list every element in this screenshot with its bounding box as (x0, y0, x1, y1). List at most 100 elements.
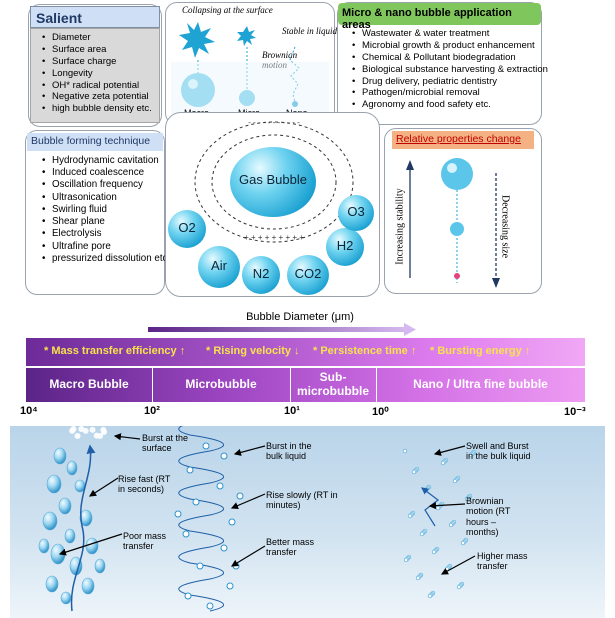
macro-bubble-icon (46, 474, 62, 494)
segment-submicro: Sub-microbubble (296, 370, 369, 398)
relative-illustration (406, 158, 500, 288)
o3-label: O3 (347, 204, 365, 219)
bubble-columns-illustration (38, 426, 477, 612)
macro-bubble-icon (60, 591, 72, 605)
list-item: pressurized dissolution etc. (42, 253, 174, 265)
list-item: Pathogen/microbial removal (352, 87, 548, 99)
pointer-arrow (428, 502, 466, 510)
pointer-arrow (113, 433, 141, 441)
scale-arrow (148, 323, 416, 336)
nano-bubble-icon (435, 505, 441, 511)
air-bubble: Air (198, 246, 240, 288)
pointer-arrow (233, 445, 266, 456)
decreasing-size-label: Decreasing size (499, 194, 511, 259)
surface-burst-icon (97, 432, 104, 439)
segment-macro: Macro Bubble (49, 377, 129, 392)
list-item: high bubble density etc. (42, 103, 152, 115)
stable-note: Stable in liquid (282, 26, 337, 36)
list-item: Negative zeta potential (42, 91, 152, 103)
list-item: Biological substance harvesting & extrac… (352, 64, 548, 76)
macro-bubble-icon (64, 528, 76, 544)
air-label: Air (211, 258, 227, 273)
macro-bubble-icon (42, 511, 58, 531)
property-persistence: * Persistence time ↑ (313, 345, 417, 357)
macro-bubble-icon (79, 509, 93, 527)
micro-rise-label: Rise slowly (RT in minutes) (266, 490, 338, 511)
segment-divider-3 (376, 368, 377, 402)
nano-bubble-icon (460, 540, 466, 546)
macro-bubble-icon (94, 558, 106, 574)
o2-bubble: O2 (168, 210, 206, 248)
relative-title: Relative properties change (392, 131, 534, 149)
macro-rise-path (70, 444, 96, 612)
list-item: Microbial growth & product enhancement (352, 40, 548, 52)
micro-bubble-icon (186, 466, 194, 474)
nano-bubble-icon (431, 549, 437, 555)
segment-divider-1 (152, 368, 153, 402)
nano-bubble-icon (456, 584, 462, 590)
macro-rise-label: Rise fast (RT in seconds) (118, 474, 171, 495)
list-item: Swirling fluid (42, 204, 174, 216)
micro-bubble-icon (216, 482, 224, 490)
nano-bubble-icon (448, 522, 454, 528)
segment-micro: Microbubble (185, 377, 257, 392)
gas-bubble-label: Gas Bubble (239, 172, 307, 187)
list-item: Hydrodynamic cavitation (42, 155, 174, 167)
list-item: Surface area (42, 44, 152, 56)
salient-properties-title: Salient properties (30, 6, 160, 42)
nano-brownian-label: Brownian motion (RT hours – months) (466, 496, 511, 538)
micro-bubble-icon (182, 530, 190, 538)
nano-bubble-icon (419, 531, 425, 537)
nano-bubble-icon (452, 478, 458, 484)
o3-bubble: O3 (338, 195, 374, 231)
co2-label: CO2 (294, 266, 322, 281)
surface-burst-icon (82, 427, 89, 434)
micro-bubble-icon (228, 518, 236, 526)
water-background (10, 426, 605, 618)
tick-1e-3: 10⁻³ (564, 406, 586, 418)
nano-bubble-icon (415, 575, 421, 581)
pointer-arrow (230, 493, 266, 509)
micro-bubble-icon (206, 602, 214, 610)
nano-burst-label: Swell and Burst in the bulk liquid (466, 441, 531, 462)
list-item: Oscillation frequency (42, 179, 174, 191)
o2-label: O2 (178, 220, 196, 235)
property-rising-velocity: * Rising velocity ↓ (206, 345, 300, 357)
micro-bubble-icon (202, 442, 210, 450)
list-item: Shear plane (42, 216, 174, 228)
co2-bubble: CO2 (287, 255, 329, 295)
nano-bubble-icon (403, 557, 409, 563)
micro-bubble-icon (192, 498, 200, 506)
svg-text:+ + + + + + + + +: + + + + + + + + + (244, 233, 304, 242)
applications-list: Wastewater & water treatmentMicrobial gr… (350, 28, 548, 111)
gas-bubble-rings: - - - - - - - - - - - + + + + + + + + + (194, 118, 354, 243)
list-item: Diameter (42, 32, 152, 44)
macro-bubble-icon (81, 577, 95, 595)
segment-nano: Nano / Ultra fine bubble (413, 377, 548, 392)
segment-bar (26, 368, 585, 402)
property-mass-transfer: * Mass transfer efficiency ↑ (44, 345, 186, 357)
list-item: Electrolysis (42, 228, 174, 240)
surface-burst-icon (74, 432, 81, 439)
pointer-arrow (230, 545, 266, 567)
nano-mass-label: Higher mass transfer (477, 551, 528, 572)
list-item: OH* radical potential (42, 80, 152, 92)
list-item: Chemical & Pollutant biodegradation (352, 52, 548, 64)
macro-mass-label: Poor mass transfer (123, 531, 167, 552)
nano-bubble-icon (440, 460, 446, 466)
h2-label: H2 (336, 238, 354, 253)
surface-burst-icon (100, 426, 107, 433)
scale-title: Bubble Diameter (μm) (246, 311, 354, 323)
list-item: Induced coalescence (42, 167, 174, 179)
nano-bubble-icon (468, 452, 474, 458)
surface-burst-icon (89, 426, 96, 433)
increasing-stability-label: Increasing stability (394, 188, 406, 265)
macro-bubble-icon (50, 543, 66, 565)
list-item: Surface charge (42, 56, 152, 68)
nano-brownian-path (421, 487, 439, 527)
macro-bubble-icon (38, 538, 50, 554)
macro-bubble-icon (85, 537, 99, 555)
property-bursting-energy: * Bursting energy ↑ (430, 345, 531, 357)
salient-properties-list: DiameterSurface areaSurface chargeLongev… (40, 32, 152, 115)
pointer-arrow (58, 533, 123, 556)
